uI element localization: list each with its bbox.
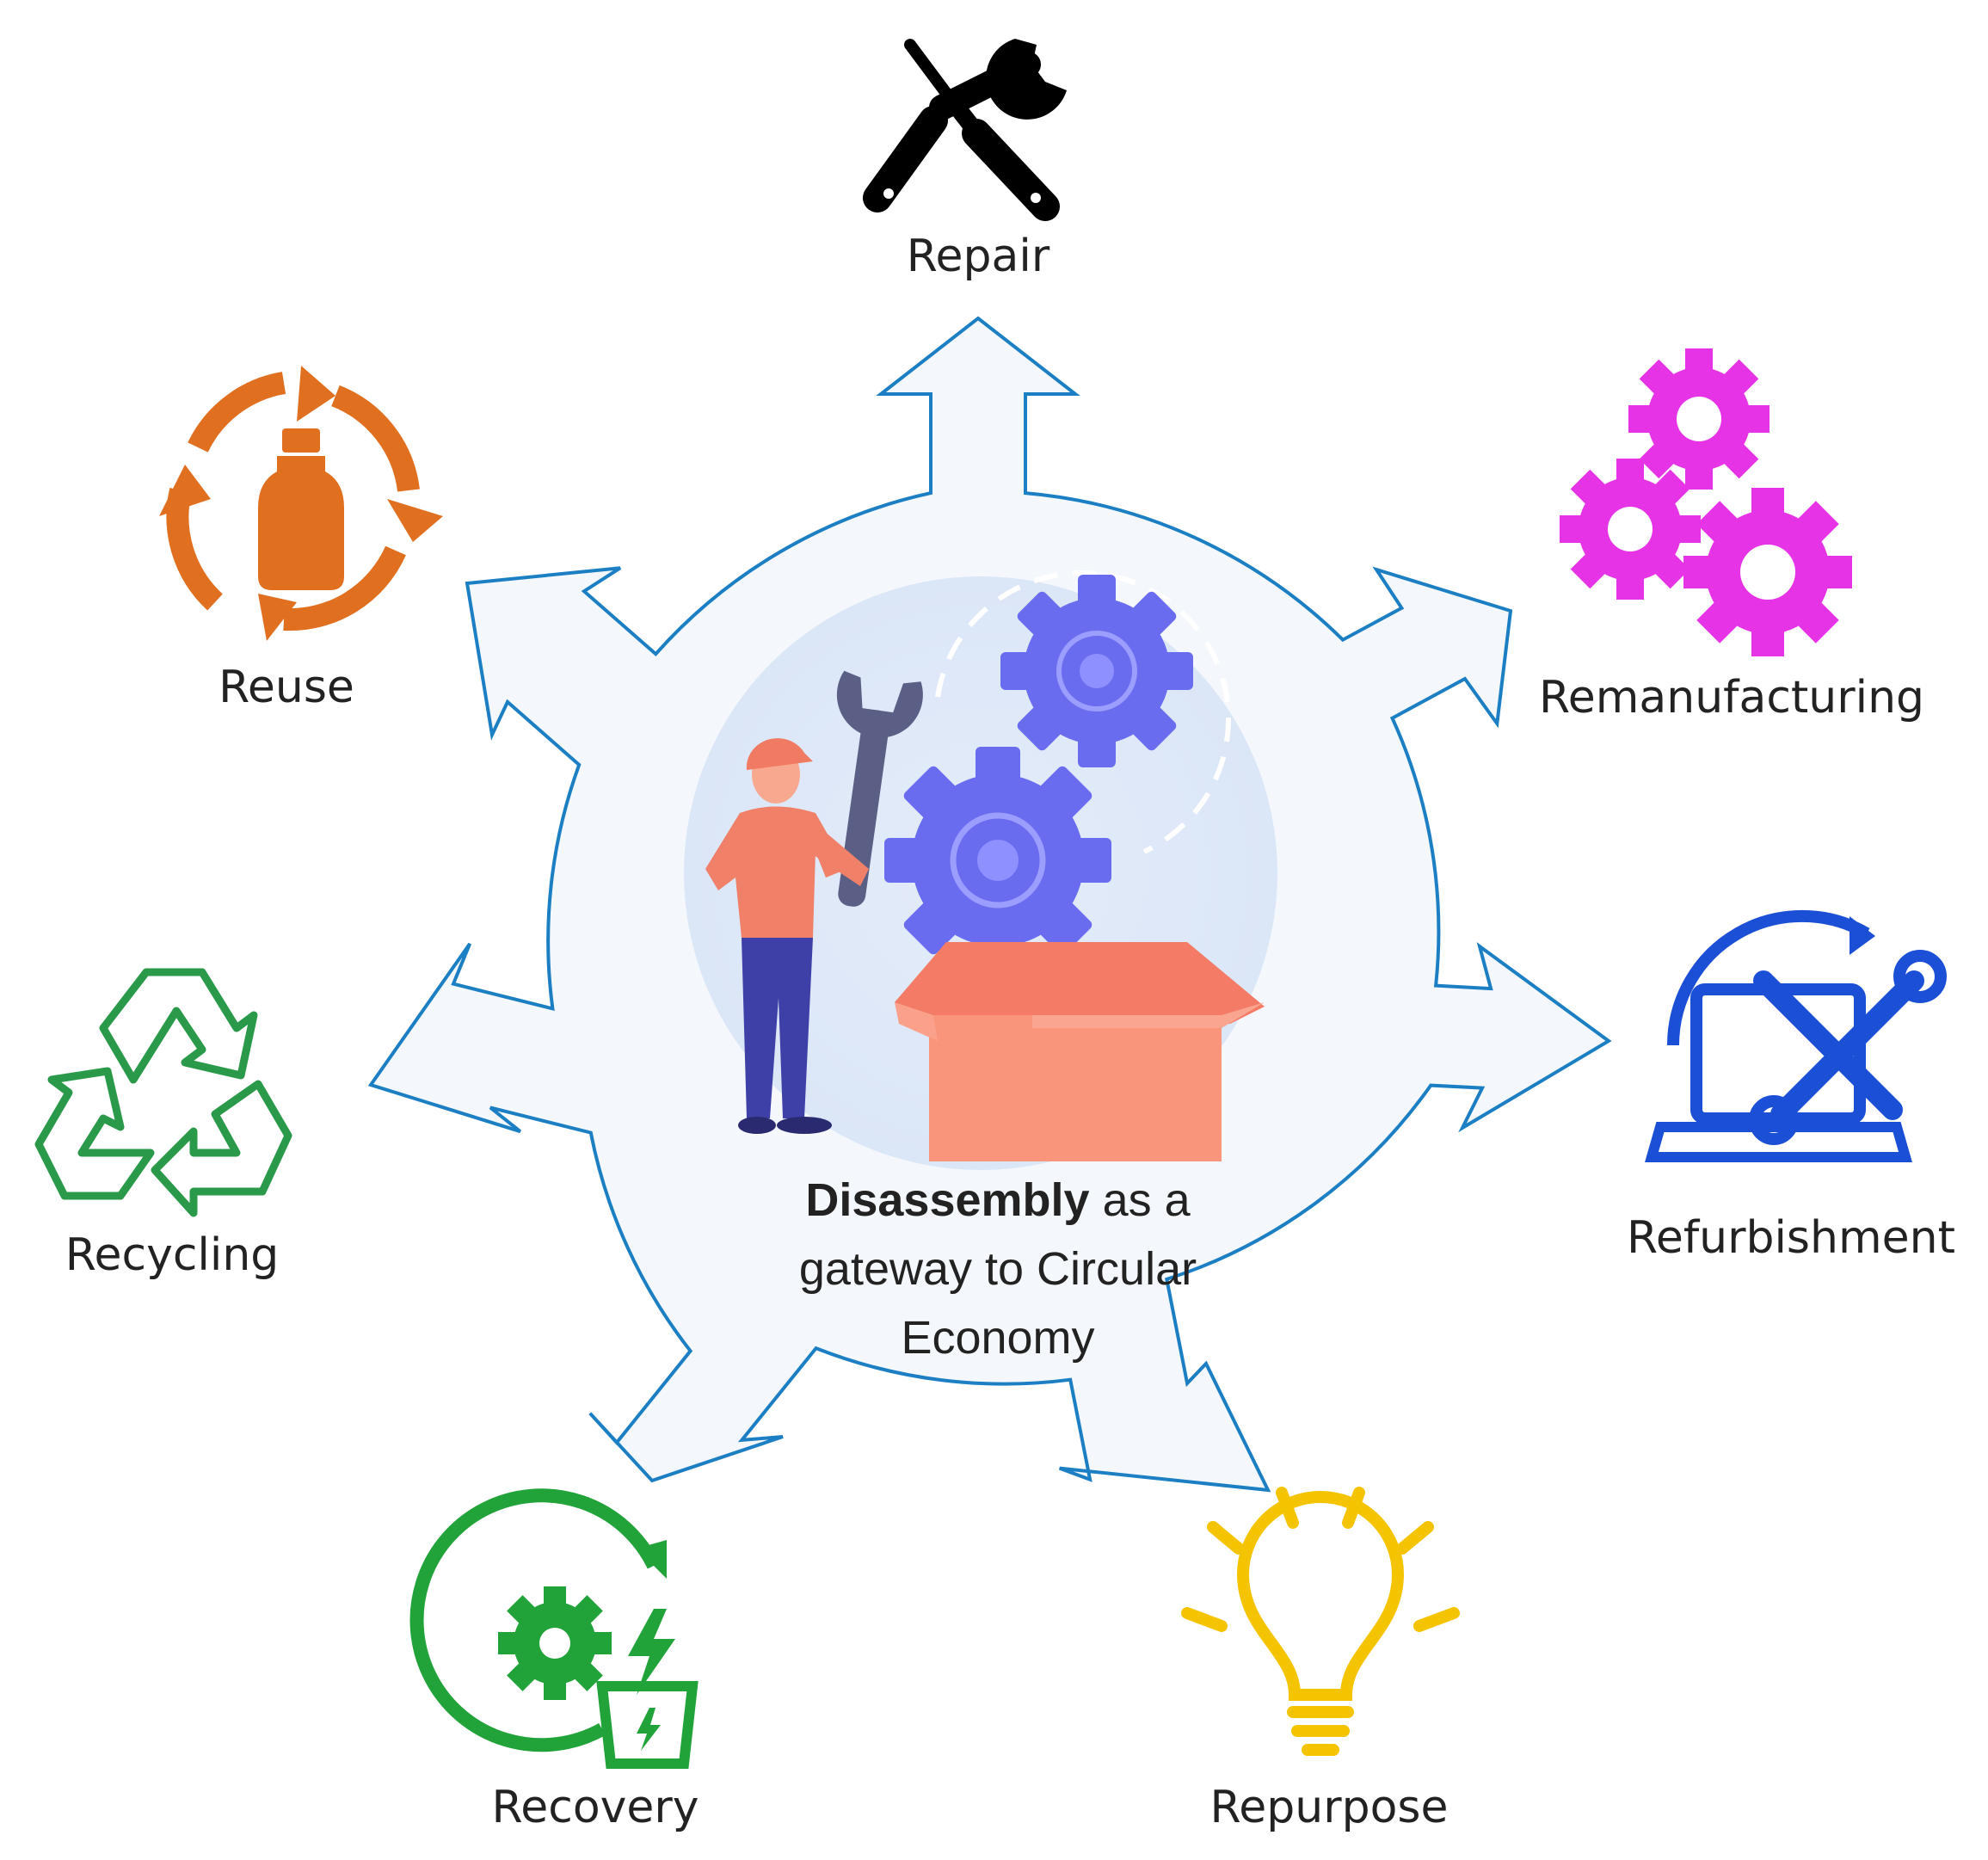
label-recycling: Recycling bbox=[65, 1229, 280, 1281]
gears-icon bbox=[1560, 348, 1852, 656]
center-caption-line3: Economy bbox=[901, 1312, 1095, 1364]
label-repurpose: Repurpose bbox=[1209, 1782, 1449, 1833]
laptop-tools-icon bbox=[1645, 909, 1947, 1162]
center-gear-upper-icon bbox=[1000, 575, 1193, 767]
open-box-icon bbox=[895, 942, 1265, 1161]
lightbulb-icon bbox=[1181, 1487, 1460, 1756]
tools-icon bbox=[863, 39, 1067, 221]
worker-figure-icon bbox=[705, 670, 923, 1134]
label-refurbishment: Refurbishment bbox=[1627, 1212, 1955, 1264]
dashed-orbit bbox=[935, 570, 1231, 854]
center-caption-line1: as a bbox=[1089, 1174, 1191, 1226]
energy-recovery-icon bbox=[409, 1488, 699, 1769]
recycle-icon bbox=[34, 968, 292, 1217]
center-caption-line2: gateway to Circular bbox=[798, 1243, 1197, 1295]
label-remanufacturing: Remanufacturing bbox=[1538, 672, 1925, 724]
label-reuse: Reuse bbox=[218, 662, 354, 713]
center-caption-bold: Disassembly bbox=[805, 1174, 1090, 1226]
center-caption: Disassembly as a gateway to Circular Eco… bbox=[731, 1166, 1265, 1372]
bottle-cycle-icon bbox=[159, 366, 443, 641]
center-gear-lower-icon bbox=[884, 747, 1111, 974]
label-recovery: Recovery bbox=[491, 1782, 699, 1833]
label-repair: Repair bbox=[906, 231, 1050, 282]
